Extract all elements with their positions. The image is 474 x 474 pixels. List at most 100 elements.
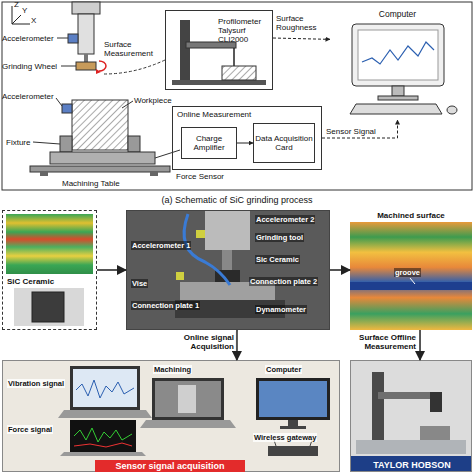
part-label: Fixture bbox=[6, 138, 30, 147]
profilometer-column bbox=[180, 20, 190, 80]
photo-panel: Machined surfacegroove bbox=[350, 210, 472, 330]
measurement-path bbox=[104, 60, 165, 74]
process-box: Charge Amplifier bbox=[181, 127, 237, 159]
leader-line bbox=[61, 66, 76, 67]
callout-label: Computer bbox=[265, 365, 302, 374]
connector-arrow bbox=[273, 38, 330, 39]
sic-sample bbox=[32, 292, 64, 322]
accelerometer-photo bbox=[196, 230, 205, 238]
callout-label: Connection plate 2 bbox=[249, 277, 318, 286]
photo-label: groove bbox=[394, 268, 421, 277]
edge-label: Surface Roughness bbox=[276, 14, 330, 32]
monitor-base bbox=[378, 96, 418, 100]
edge-label: Surface Offline Measurement bbox=[352, 333, 416, 351]
instrument-arm bbox=[378, 392, 438, 399]
x-axis bbox=[12, 24, 30, 25]
photo-label: SiC Ceramic bbox=[7, 277, 54, 286]
callout-label: Connection plate 1 bbox=[131, 301, 200, 310]
computer-icon: Computer bbox=[330, 8, 465, 120]
callout-label: Sensor signal acquisition bbox=[95, 460, 245, 472]
profilometer-base bbox=[172, 80, 266, 85]
part-label: X bbox=[31, 16, 36, 25]
callout-label: Wireless gateway bbox=[253, 433, 317, 442]
keyboard bbox=[350, 104, 442, 114]
stylus bbox=[233, 48, 235, 66]
part-label: Z bbox=[14, 0, 19, 9]
spindle-head bbox=[205, 210, 250, 250]
spindle-shaft bbox=[84, 54, 88, 62]
y-axis bbox=[12, 15, 21, 24]
callout-label: Vise bbox=[131, 279, 148, 288]
monitor-stand bbox=[392, 86, 404, 96]
force-plot bbox=[74, 443, 132, 447]
part-label: Y bbox=[22, 6, 27, 15]
subfigure-caption: (a) Schematic of SiC grinding process bbox=[0, 195, 474, 206]
instrument-head bbox=[430, 392, 442, 412]
laptop-base bbox=[140, 420, 236, 428]
monitor-screen bbox=[259, 381, 327, 417]
brand-label: TAYLOR HOBSON bbox=[351, 458, 473, 472]
fixture bbox=[60, 136, 72, 152]
edge-label: Online signal Acquisition bbox=[150, 333, 234, 351]
ceramic-photo bbox=[14, 288, 84, 326]
accelerometer-symbol bbox=[62, 104, 72, 113]
z-axis bbox=[12, 6, 13, 24]
process-box: Data Acquisition Card bbox=[253, 123, 315, 163]
accelerometer-symbol bbox=[68, 34, 78, 43]
instrument-box: Profilometer Talysurf CLI2000 bbox=[165, 10, 273, 90]
spindle-housing bbox=[72, 2, 100, 14]
part-label: Grinding Wheel bbox=[2, 62, 57, 71]
machine-photo bbox=[126, 210, 330, 330]
surface-scan bbox=[6, 214, 93, 274]
machined-surface-scan bbox=[350, 222, 472, 330]
leader-line bbox=[33, 142, 60, 144]
photo-panel: SiC Ceramic bbox=[2, 210, 97, 330]
monitor-base bbox=[280, 426, 306, 429]
connector-arrow bbox=[322, 120, 398, 138]
mouse bbox=[447, 106, 457, 114]
connector-arrow bbox=[237, 143, 253, 144]
grinding-tool-photo bbox=[222, 250, 232, 270]
schematic-frame bbox=[2, 2, 472, 190]
leader-line bbox=[122, 101, 133, 108]
monitor-stand bbox=[288, 420, 298, 426]
rotation-arrow bbox=[99, 61, 106, 71]
workpiece bbox=[72, 100, 128, 150]
rotation-arrowhead bbox=[96, 69, 101, 74]
sensor-wire bbox=[155, 150, 180, 158]
connector-arrow bbox=[419, 330, 421, 360]
leader-line bbox=[56, 98, 62, 106]
machine-view bbox=[178, 385, 196, 413]
laptop bbox=[70, 366, 140, 410]
brand-band bbox=[350, 456, 472, 472]
leader-line bbox=[57, 38, 68, 39]
instrument-column bbox=[372, 372, 384, 440]
fixture bbox=[128, 136, 140, 152]
part-label: Accelerometer bbox=[2, 34, 54, 43]
laptop-base bbox=[58, 410, 152, 418]
monitor bbox=[256, 378, 330, 420]
callout-label: Force signal bbox=[7, 425, 53, 434]
table-foot bbox=[40, 172, 48, 176]
groove-band bbox=[350, 282, 472, 290]
signal-plot bbox=[362, 42, 434, 64]
measurement-group: Online MeasurementCharge AmplifierData A… bbox=[172, 106, 322, 170]
photo-panel: Accelerometer 2Grinding toolAcceleromete… bbox=[126, 210, 330, 330]
spindle-body bbox=[78, 14, 94, 54]
callout-label: Sic Ceramic bbox=[255, 255, 300, 264]
sample bbox=[222, 66, 256, 80]
part-label: Force Sensor bbox=[176, 172, 224, 181]
wireless-gateway bbox=[268, 446, 318, 456]
monitor bbox=[352, 24, 444, 86]
instrument-sample bbox=[420, 426, 450, 440]
callout-label: Accelerometer 2 bbox=[255, 215, 315, 224]
force-plot bbox=[74, 428, 132, 442]
laptop bbox=[152, 378, 224, 420]
laptop bbox=[70, 420, 136, 452]
callout-label: Grinding tool bbox=[255, 233, 304, 242]
photo-panel: TAYLOR HOBSON bbox=[350, 360, 472, 472]
